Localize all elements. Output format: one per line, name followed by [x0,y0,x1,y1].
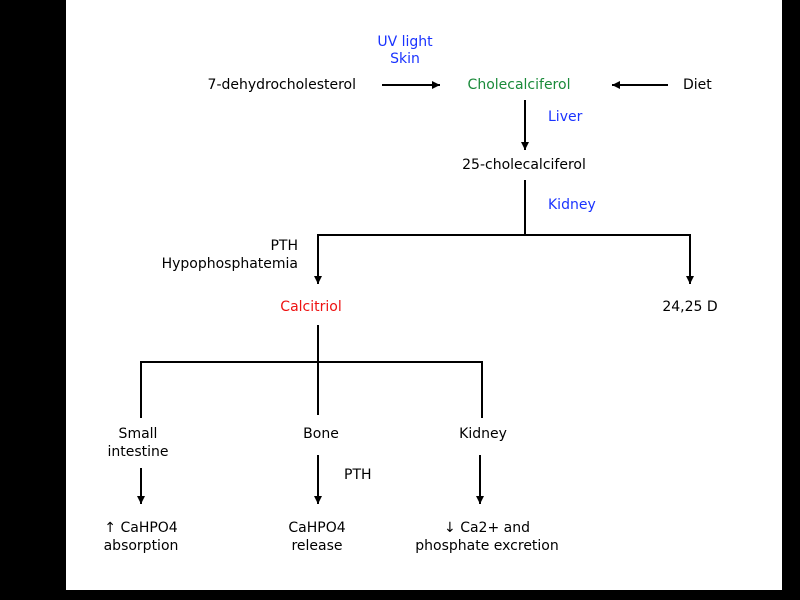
absorption-effect-line1: ↑ CaHPO4 [104,520,178,536]
liver-label: Liver [548,109,583,125]
absorption-effect-line2: absorption [103,538,179,554]
dehydrocholesterol-node: 7-dehydrocholesterol [207,77,356,93]
diagram-panel [66,0,782,590]
kidney-enzyme-label: Kidney [548,197,596,213]
release-effect-line2: release [291,538,343,554]
pth-bone-label: PTH [344,467,372,483]
hydroxy-node: 25-cholecalciferol [462,157,586,173]
line-targets-bar [140,361,483,418]
cholecalciferol-node: Cholecalciferol [467,77,571,93]
release-effect-line1: CaHPO4 [288,520,346,536]
skin-label: Skin [390,51,420,67]
pth-stimulus-label: PTH [270,238,298,254]
calcitriol-node: Calcitriol [280,299,342,315]
hypophosphatemia-label: Hypophosphatemia [161,256,298,272]
kidney-target-node: Kidney [459,426,507,442]
excretion-effect-line1: ↓ Ca2+ and [444,520,530,536]
d2425-node: 24,25 D [662,299,718,315]
diet-node: Diet [683,77,712,93]
small-intestine-label-line2: intestine [107,444,169,460]
line-split-bar [317,234,691,282]
small-intestine-label-line1: Small [118,426,158,442]
bone-node: Bone [303,426,339,442]
uv-light-label: UV light [377,34,433,50]
excretion-effect-line2: phosphate excretion [415,538,559,554]
